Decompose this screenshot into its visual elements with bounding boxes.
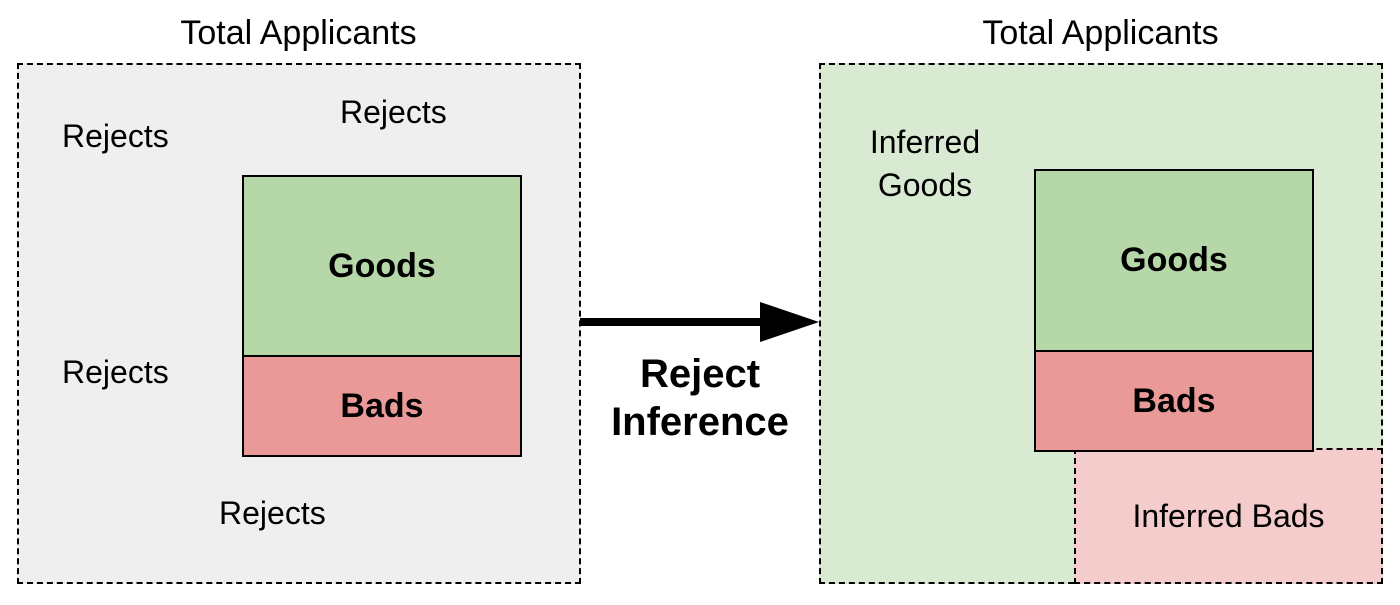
arrow-icon [580, 302, 819, 342]
inferred-goods-label: Inferred Goods [855, 121, 995, 207]
inferred-bads-box: Inferred Bads [1074, 448, 1383, 584]
left-goods-box: Goods [242, 175, 522, 357]
arrow-label-line2: Inference [611, 400, 789, 444]
left-title: Total Applicants [180, 14, 417, 52]
arrow-label-line1: Reject [639, 352, 761, 396]
left-bads-box: Bads [242, 355, 522, 457]
rejects-label: Rejects [340, 94, 447, 130]
right-title: Total Applicants [982, 14, 1219, 52]
inferred-goods-line1: Inferred [869, 124, 981, 160]
rejects-label: Rejects [62, 118, 169, 154]
inferred-goods-line2: Goods [877, 167, 973, 203]
rejects-label: Rejects [219, 495, 326, 531]
right-bads-box: Bads [1034, 350, 1314, 452]
right-goods-box: Goods [1034, 169, 1314, 352]
rejects-label: Rejects [62, 354, 169, 390]
